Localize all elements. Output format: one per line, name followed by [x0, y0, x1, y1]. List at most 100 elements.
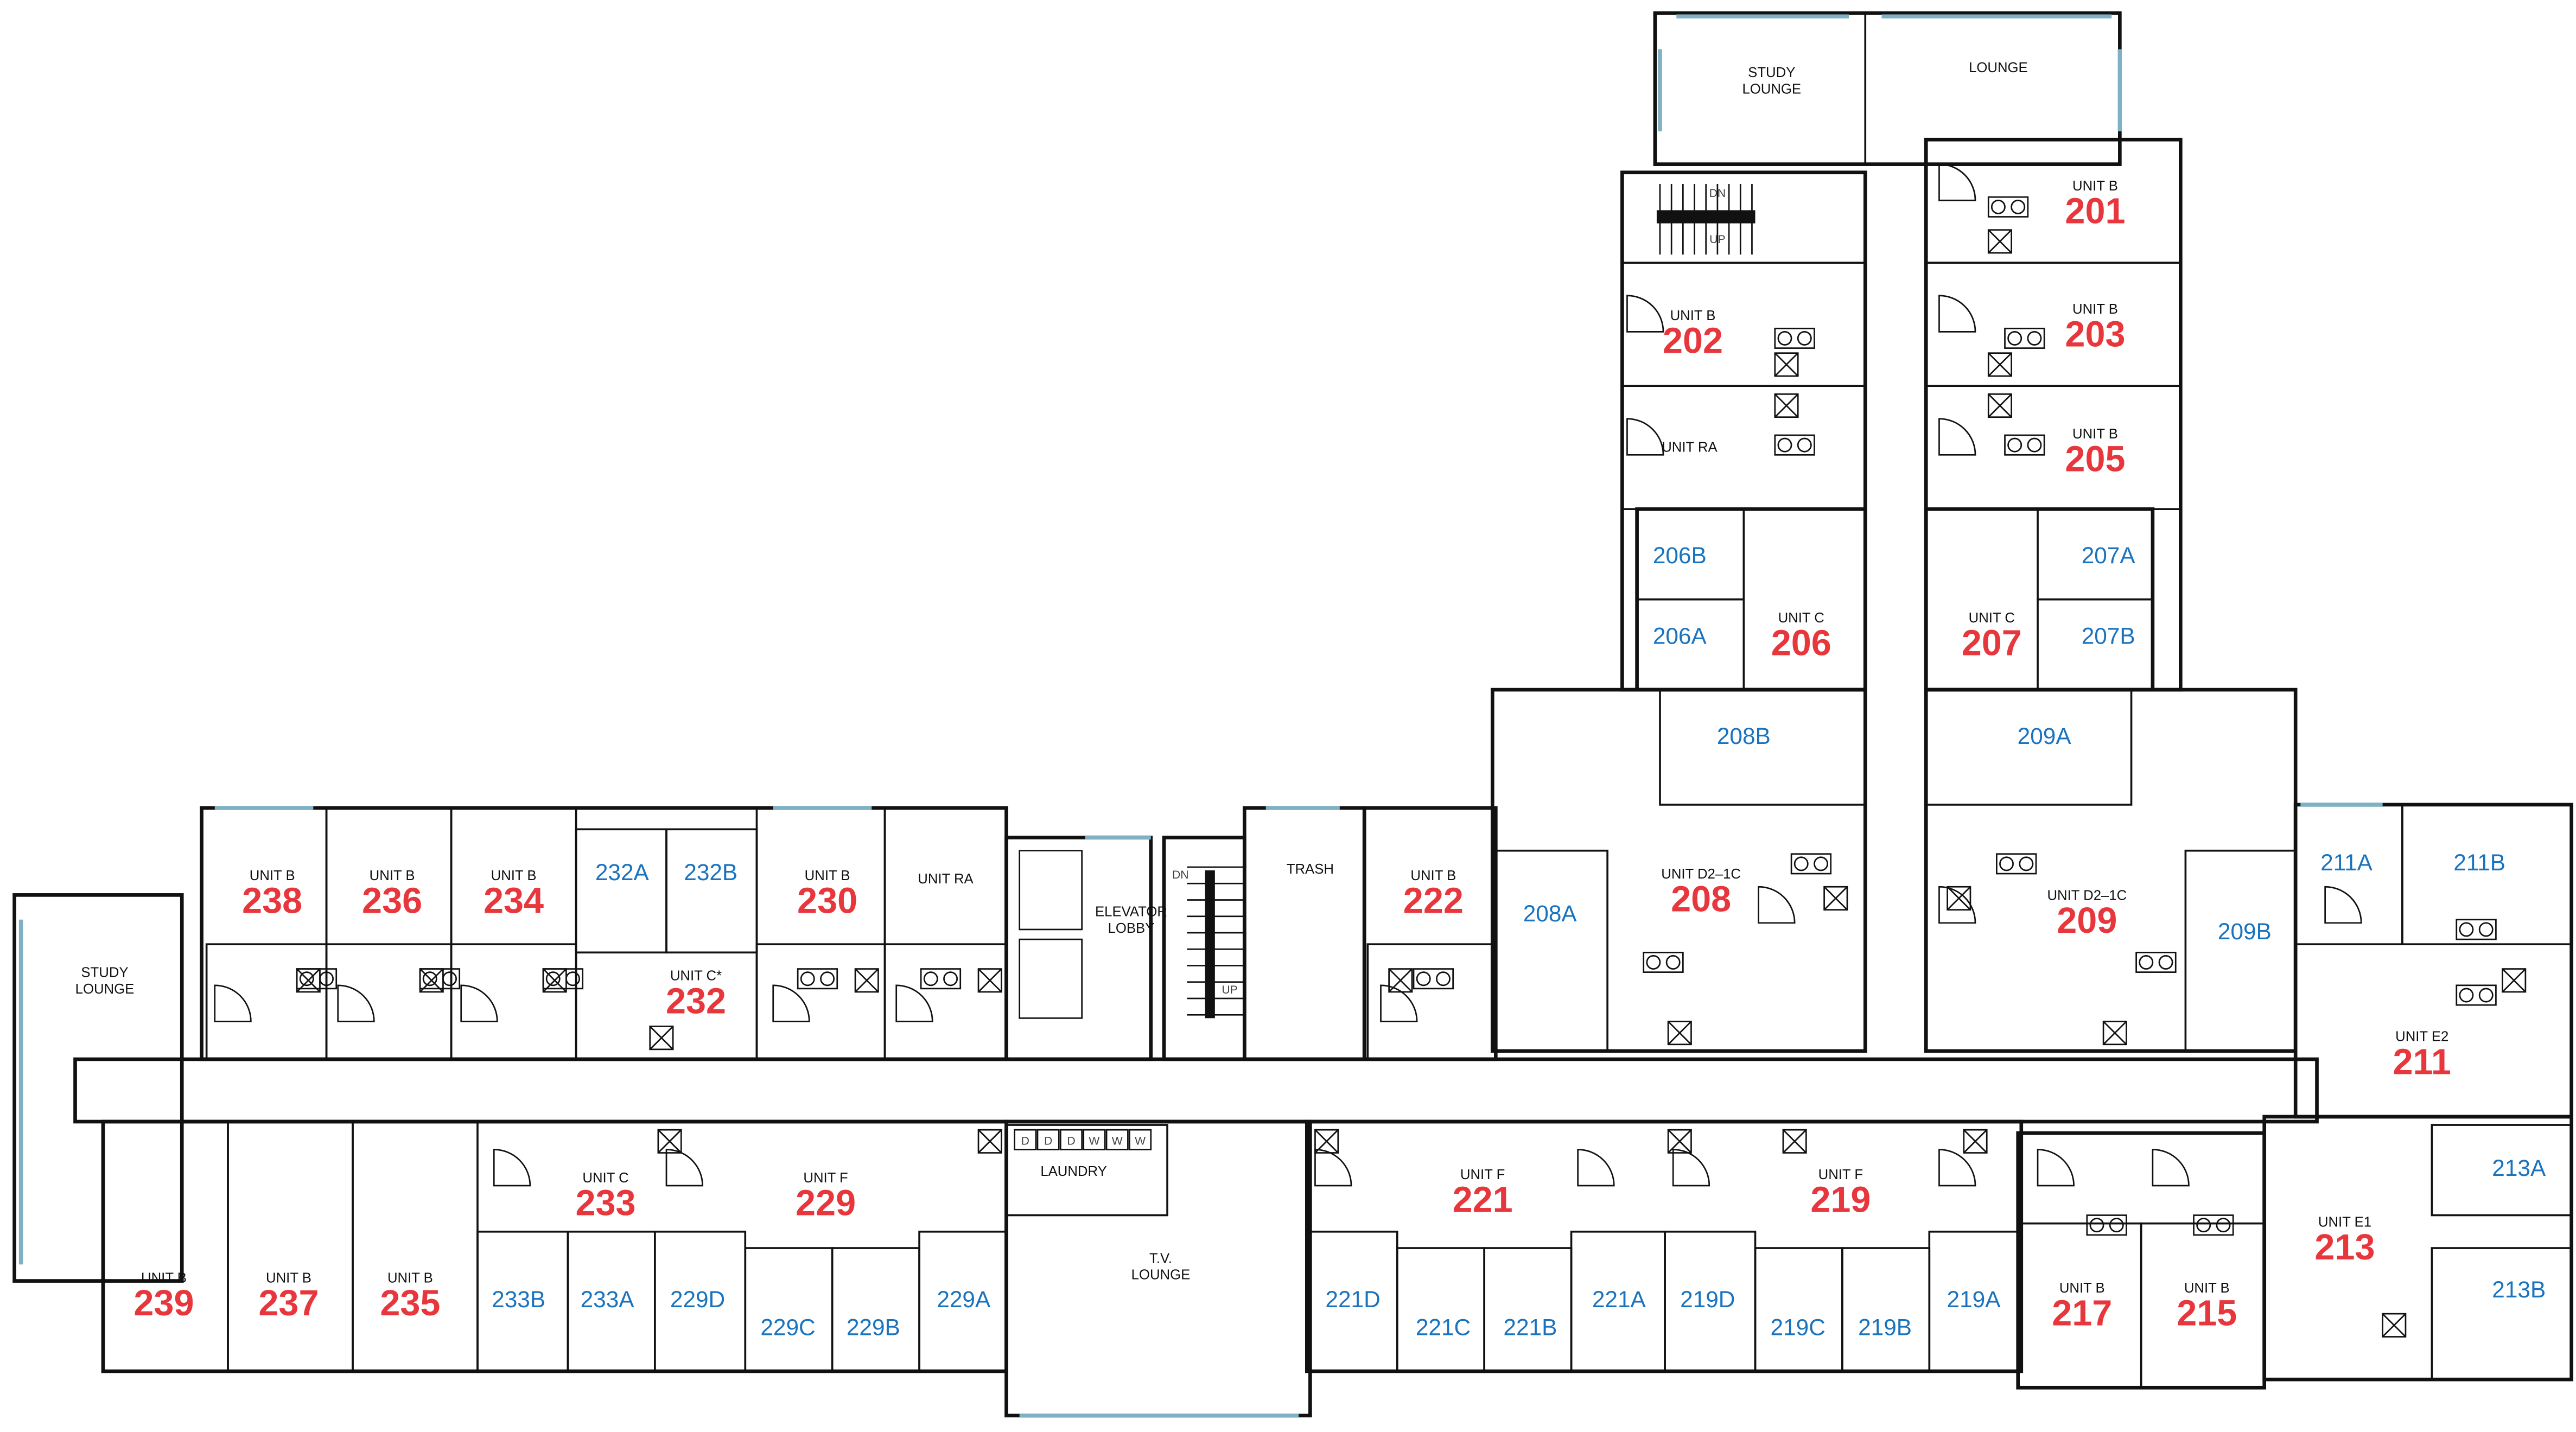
sink-basin	[1999, 856, 2014, 871]
exterior-wall	[1004, 836, 1153, 1061]
door-swing	[1938, 1149, 1976, 1187]
windows-layer	[18, 14, 2383, 1418]
stair-handrail	[1205, 870, 1215, 1019]
sink-vanity	[1774, 327, 1815, 349]
room-label-study-lounge-west: LOUNGE	[75, 982, 135, 997]
shower-icon	[649, 1026, 674, 1051]
laundry-machine-label: W	[1112, 1135, 1123, 1147]
unit-number: 207	[1962, 623, 2022, 664]
sub-room-label: 206A	[1653, 623, 1707, 648]
door-swing	[1938, 418, 1976, 456]
unit-type-label: UNIT B	[1670, 308, 1716, 323]
unit-type-label: UNIT B	[2072, 302, 2118, 317]
shower-icon	[1963, 1129, 1988, 1154]
sink-vanity	[2193, 1214, 2234, 1236]
washer: W	[1105, 1129, 1129, 1150]
shower-icon	[977, 1129, 1002, 1154]
room-label-study-lounge-west: STUDY	[81, 965, 128, 981]
shower-icon	[1987, 352, 2012, 377]
sink-basin	[2478, 988, 2494, 1003]
unit-type-label: UNIT B	[2072, 179, 2118, 194]
exterior-wall	[12, 893, 184, 1283]
interior-wall	[1654, 12, 1867, 166]
sub-room-label: 208A	[1523, 901, 1578, 926]
sink-basin	[2027, 437, 2042, 453]
interior-wall	[1659, 689, 1867, 806]
unit-number: 239	[133, 1283, 194, 1323]
sub-room-label: 208B	[1717, 723, 1771, 749]
sink-vanity	[1413, 968, 1454, 990]
unit-number: 230	[797, 881, 857, 921]
sink-basin	[2459, 988, 2474, 1003]
door-swing	[1938, 295, 1976, 333]
exterior-wall	[1924, 137, 2183, 692]
unit-number: 208	[1671, 880, 1731, 920]
interior-wall	[918, 1230, 1008, 1372]
shower-icon	[1667, 1021, 1692, 1046]
interior-wall	[2184, 849, 2297, 1052]
sink-basin	[820, 971, 835, 987]
interior-wall	[102, 1121, 229, 1372]
sink-basin	[1797, 330, 1812, 346]
laundry-machine-label: D	[1044, 1135, 1052, 1147]
unit-number: 234	[484, 881, 544, 921]
sink-basin	[299, 971, 314, 987]
sub-room-label: 221B	[1503, 1314, 1557, 1340]
unit-type-label: UNIT F	[1818, 1167, 1863, 1182]
interior-wall	[1005, 1124, 1168, 1217]
laundry-machine-label: W	[1089, 1135, 1099, 1147]
unit-number: 236	[362, 881, 422, 921]
unit-number: 238	[242, 881, 302, 921]
shower-icon	[2502, 968, 2527, 993]
sink-basin	[1990, 199, 2006, 214]
laundry-machine-label: W	[1135, 1135, 1146, 1147]
unit-number: 215	[2177, 1293, 2237, 1333]
sink-basin	[923, 971, 938, 987]
interior-wall	[1396, 1247, 1485, 1372]
sink-vanity	[2456, 919, 2497, 940]
shower-icon	[1987, 393, 2012, 418]
unit-number: 205	[2065, 440, 2125, 480]
unit-type-label: UNIT E2	[2395, 1029, 2448, 1045]
interior-wall	[665, 828, 758, 954]
unit-type-label: UNIT C	[1778, 610, 1824, 626]
dryer: D	[1014, 1129, 1037, 1150]
unit-type-label: UNIT B	[266, 1271, 311, 1286]
sink-basin	[1797, 437, 1812, 453]
exterior-wall	[1924, 688, 2298, 1053]
laundry-machine-label: D	[1021, 1135, 1029, 1147]
door-swing	[460, 984, 498, 1022]
sub-room-label: 221A	[1592, 1287, 1646, 1312]
washer: W	[1129, 1129, 1152, 1150]
dryer: D	[1059, 1129, 1083, 1150]
door-swing	[2152, 1149, 2190, 1187]
room-label-tv-lounge: LOUNGE	[1131, 1268, 1191, 1283]
sink-basin	[2459, 922, 2474, 937]
sink-vanity	[797, 968, 838, 990]
sink-vanity	[2456, 984, 2497, 1006]
sub-room-label: 219C	[1771, 1314, 1826, 1340]
sub-room-label: 209B	[2218, 919, 2272, 944]
room-label-lounge: LOUNGE	[1969, 60, 2028, 75]
interior-wall	[1366, 943, 1497, 1060]
room-label-study-lounge-north: STUDY	[1748, 65, 1795, 80]
sink-basin	[422, 971, 437, 987]
stair-handrail	[1656, 210, 1756, 224]
room-label-trash: TRASH	[1287, 862, 1334, 877]
unit-type-label: UNIT B	[1410, 868, 1456, 883]
shower-icon	[854, 968, 879, 993]
interior-wall	[755, 943, 1008, 1060]
shower-icon	[1388, 968, 1413, 993]
